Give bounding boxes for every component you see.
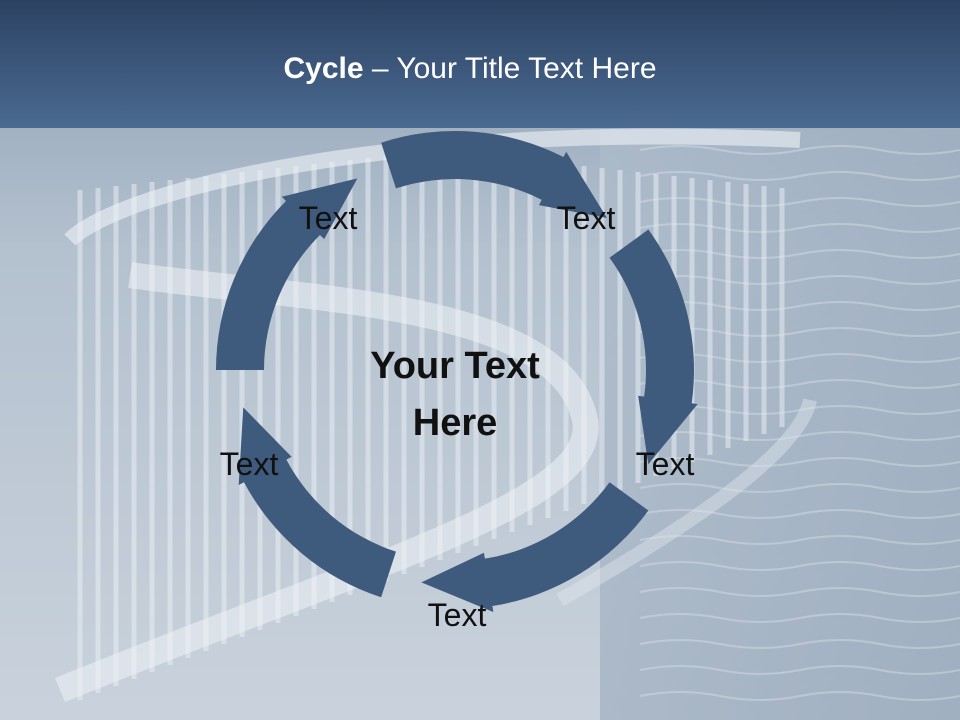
cycle-arrow-3 (421, 482, 649, 612)
cycle-arrow-4 (238, 407, 396, 598)
title-rest: – Your Title Text Here (363, 52, 657, 85)
cycle-arrow-2 (609, 229, 698, 465)
cycle-arrow-1 (381, 131, 608, 218)
cycle-node-3: Text (635, 446, 695, 482)
cycle-arrow-5 (216, 178, 358, 370)
cycle-node-4: Text (427, 597, 487, 633)
center-text: Your Text Here (370, 345, 540, 444)
cycle-node-5: Text (219, 446, 279, 482)
cycle-node-1: Text (298, 200, 358, 236)
slide-title: Cycle – Your Title Text Here (0, 52, 940, 86)
title-bold: Cycle (283, 52, 364, 85)
cycle-node-2: Text (556, 200, 616, 236)
